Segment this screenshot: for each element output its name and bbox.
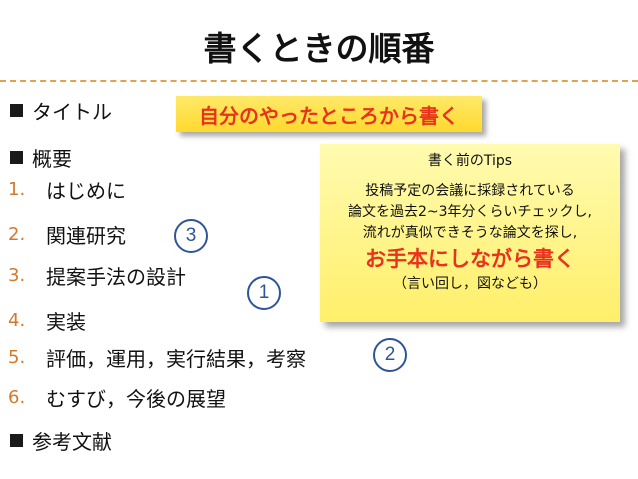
list-item-references: 参考文献 bbox=[8, 424, 112, 456]
list-item-text: 実装 bbox=[46, 309, 86, 334]
list-item-implementation: 4. 実装 bbox=[8, 304, 86, 336]
list-item-conclusion: 6. むすび，今後の展望 bbox=[8, 381, 226, 413]
square-bullet-icon bbox=[10, 433, 23, 447]
list-item-text: 参考文献 bbox=[32, 429, 112, 454]
list-item-text: 概要 bbox=[32, 146, 72, 171]
list-item-text: 提案手法の設計 bbox=[46, 264, 186, 289]
list-item-text: はじめに bbox=[46, 178, 126, 203]
tips-note: （言い回し，図なども） bbox=[393, 276, 547, 292]
list-item-text: 関連研究 bbox=[46, 223, 126, 248]
list-item-text: むすび，今後の展望 bbox=[46, 386, 226, 411]
tips-note-card: 書く前のTips 投稿予定の会議に採録されている 論文を過去2~3年分くらいチェ… bbox=[320, 144, 620, 322]
list-item-abstract: 概要 bbox=[8, 141, 72, 173]
tips-line: 流れが真似できそうな論文を探し, bbox=[362, 225, 578, 241]
list-number: 4. bbox=[8, 309, 26, 331]
list-number: 1. bbox=[8, 178, 26, 200]
callout-write-own-part: 自分のやったところから書く bbox=[176, 96, 482, 132]
list-item-related-work: 2. 関連研究 bbox=[8, 218, 126, 250]
list-item-introduction: 1. はじめに bbox=[8, 173, 126, 205]
tips-line: 投稿予定の会議に採録されている bbox=[365, 183, 575, 199]
list-number: 5. bbox=[8, 346, 26, 368]
list-item-method-design: 3. 提案手法の設計 bbox=[8, 259, 186, 291]
list-item-title: タイトル bbox=[8, 94, 112, 126]
list-item-text: 評価，運用，実行結果，考察 bbox=[46, 346, 306, 371]
square-bullet-icon bbox=[10, 103, 23, 117]
slide-title: 書くときの順番 bbox=[203, 29, 435, 68]
tips-heading: 書く前のTips bbox=[427, 153, 513, 169]
square-bullet-icon bbox=[10, 150, 23, 164]
list-number: 2. bbox=[8, 223, 26, 245]
list-number: 3. bbox=[8, 264, 26, 286]
list-item-text: タイトル bbox=[32, 99, 112, 124]
tips-highlight: お手本にしながら書く bbox=[365, 247, 575, 271]
tips-line: 論文を過去2~3年分くらいチェックし, bbox=[348, 204, 592, 220]
title-divider bbox=[0, 80, 638, 82]
list-item-evaluation: 5. 評価，運用，実行結果，考察 bbox=[8, 341, 306, 373]
order-badge-2: 2 bbox=[373, 338, 407, 372]
order-badge-3: 3 bbox=[174, 219, 208, 253]
order-badge-1: 1 bbox=[247, 276, 281, 310]
list-number: 6. bbox=[8, 386, 26, 408]
